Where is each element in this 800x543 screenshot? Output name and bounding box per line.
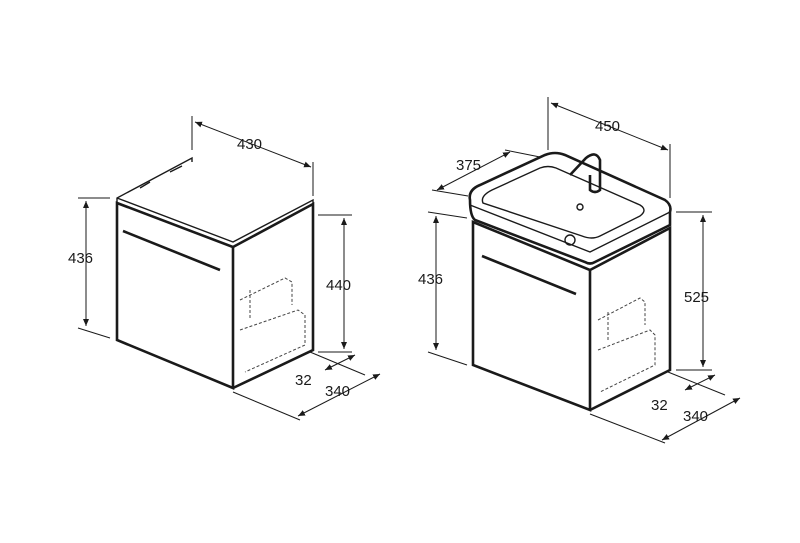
- right-vanity-with-basin: 450 375 436 525 32 340: [418, 97, 741, 444]
- left-front-door: [115, 201, 235, 390]
- right-basin-depth-label: 375: [456, 157, 481, 174]
- right-depth-label: 340: [683, 408, 708, 425]
- left-vanity-unit: 430 436 440 32 340: [68, 116, 381, 421]
- right-handle: [481, 254, 577, 296]
- faucet-icon: [569, 153, 602, 194]
- left-width-label: 430: [237, 136, 262, 153]
- right-front-door: [471, 220, 592, 412]
- left-handle: [122, 229, 221, 272]
- basin-bowl: [481, 165, 645, 239]
- basin-rim: [469, 204, 671, 253]
- right-width-label: 450: [595, 118, 620, 135]
- right-front-height-label: 436: [418, 271, 443, 288]
- overflow-hole: [576, 203, 584, 211]
- left-side-height-label: 440: [326, 277, 351, 294]
- basin-drain: [564, 234, 576, 246]
- left-depth-label: 340: [325, 383, 350, 400]
- left-front-height-label: 436: [68, 250, 93, 267]
- left-top-edge: [116, 156, 314, 243]
- left-drawer-hidden: [239, 277, 306, 373]
- right-offset-label: 32: [651, 397, 668, 414]
- left-offset-label: 32: [295, 372, 312, 389]
- right-drawer-hidden: [597, 297, 656, 393]
- left-back-brackets: [139, 165, 183, 189]
- left-side-panel: [232, 201, 315, 390]
- right-side-panel: [589, 225, 672, 412]
- right-total-height-label: 525: [684, 289, 709, 306]
